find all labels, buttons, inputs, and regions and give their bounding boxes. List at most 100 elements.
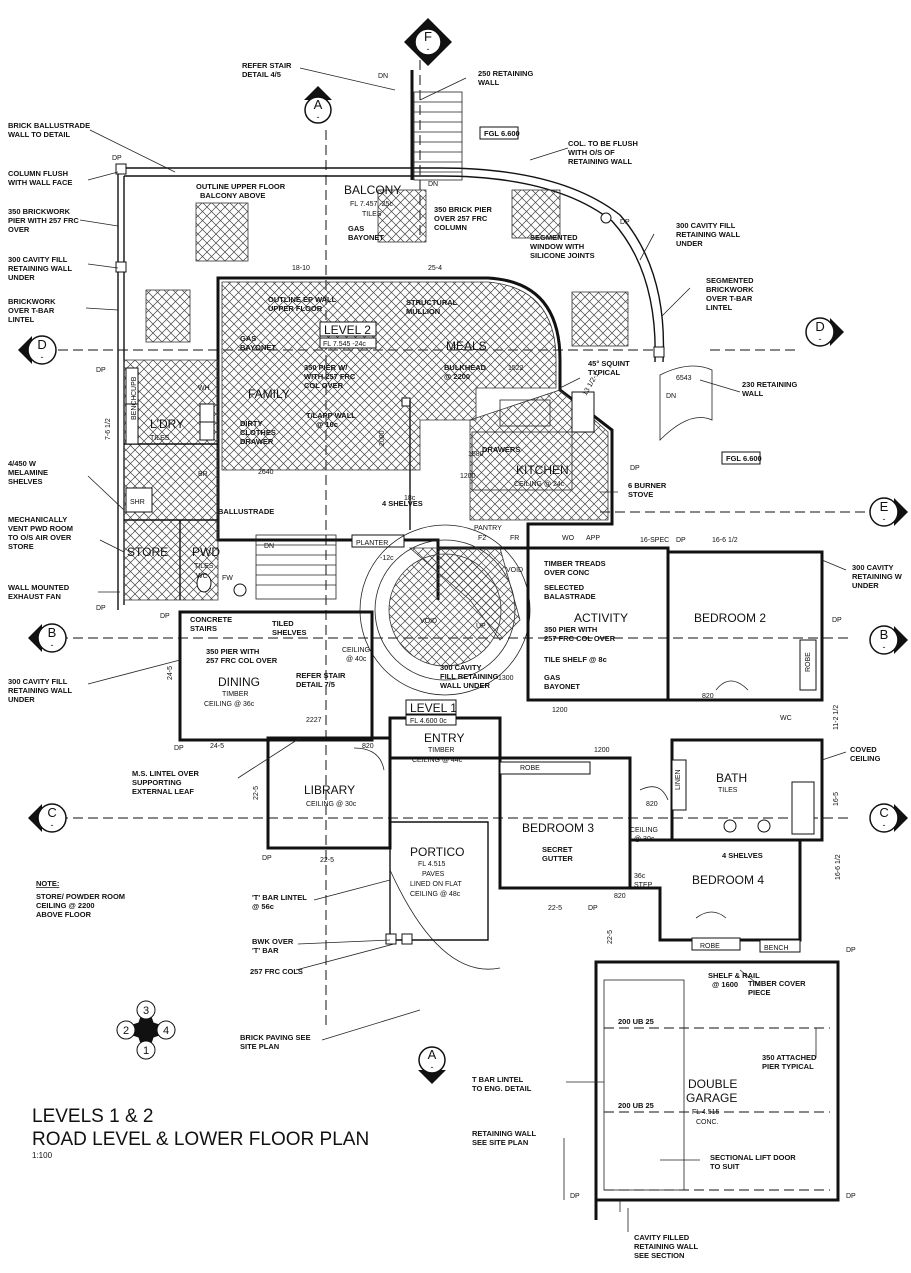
door-label: 820 <box>362 743 374 750</box>
level1-box <box>405 699 457 715</box>
room-bedroom4: BEDROOM 4 <box>692 873 764 887</box>
dn-label: DN <box>264 543 274 550</box>
level-1-zone <box>178 546 840 1220</box>
dim-text: 22-5 <box>320 857 334 864</box>
note: 4/450 W <box>8 459 37 468</box>
robe <box>799 639 817 691</box>
bench-label: BENCH <box>764 945 789 952</box>
note: PIER TYPICAL <box>762 1062 814 1071</box>
section-e-sub: - <box>883 514 886 524</box>
portico-ceiling: CEILING @ 48c <box>410 891 461 898</box>
dp-label: DP <box>262 855 272 862</box>
drawing-scale: 1:100 <box>32 1151 53 1160</box>
note: SHELVES <box>272 628 306 637</box>
north-stair-treads <box>414 101 462 173</box>
note: BAYONET <box>240 343 276 352</box>
robe <box>499 761 591 775</box>
column <box>385 933 397 945</box>
balcony-ballustrade-inner <box>124 175 656 363</box>
section-marker-e: E - <box>869 497 908 527</box>
room-dining: DINING <box>218 675 260 689</box>
robe-label: ROBE <box>805 652 812 672</box>
note: CLOTHES <box>240 428 276 437</box>
level2-fl-box <box>319 337 377 349</box>
room-garage-2: GARAGE <box>686 1091 737 1105</box>
cupb-label: CUPB <box>131 376 138 396</box>
section-c-label: C <box>47 805 56 820</box>
portico-fl: FL 4.515 <box>418 861 445 868</box>
note: OVER T-BAR <box>706 294 753 303</box>
note: 230 RETAINING <box>742 380 797 389</box>
note: TYPICAL <box>588 368 621 377</box>
level-2-zone <box>123 276 614 601</box>
note: WITH 257 FRC <box>304 372 356 381</box>
dp-label: DP <box>96 367 106 374</box>
kitchen-bench <box>499 399 551 427</box>
note: 300 CAVITY FILL <box>676 221 736 230</box>
compass-4: 4 <box>163 1025 169 1037</box>
note: RETAINING WALL <box>472 1129 536 1138</box>
room-level2: LEVEL 2 <box>324 323 371 337</box>
portico-finish: PAVES <box>422 871 445 878</box>
room-store: STORE <box>127 545 168 559</box>
linen <box>671 759 687 811</box>
note: 45° SQUINT <box>588 359 630 368</box>
section-marker-d-left: D - <box>18 335 57 365</box>
section-d2-label: D <box>815 319 824 334</box>
section-a2-label: A <box>428 1047 437 1062</box>
dp-label: DP <box>832 617 842 624</box>
bath-tub <box>791 781 815 835</box>
note: SEGMENTED <box>706 276 754 285</box>
note: SECTIONAL LIFT DOOR <box>710 1153 796 1162</box>
note: TO SUIT <box>710 1162 740 1171</box>
robe <box>691 937 741 951</box>
section-f-label: F <box>424 29 432 44</box>
drawing-title-line-2: ROAD LEVEL & LOWER FLOOR PLAN <box>32 1129 370 1150</box>
note: BALCONY ABOVE <box>200 191 265 200</box>
note: CAVITY FILLED <box>634 1233 690 1242</box>
drawing-title-line-1: LEVELS 1 & 2 <box>32 1106 154 1127</box>
note: CEILING <box>630 827 658 834</box>
balcony-zone <box>115 70 713 610</box>
note: BRICK PAVING SEE <box>240 1033 311 1042</box>
room-ldry: L'DRY <box>150 417 184 431</box>
section-b-label: B <box>48 625 57 640</box>
note: WITH WALL FACE <box>8 178 72 187</box>
note: UNDER <box>8 273 35 282</box>
kitchen-island <box>471 431 573 491</box>
note: 350 PIER WITH <box>544 625 597 634</box>
column <box>115 261 127 273</box>
note: CEILING @ 2200 <box>36 901 95 910</box>
note: BALASTRADE <box>544 592 596 601</box>
room-meals: MEALS <box>446 339 487 353</box>
room-labels: BALCONY FL 7.457 -25c TILES LEVEL 2 FL 7… <box>127 183 766 1126</box>
dim-text: 2227 <box>306 717 322 724</box>
note: DETAIL 4/5 <box>242 70 281 79</box>
door-swing <box>695 911 727 919</box>
dim-text: 7-6 1/2 <box>105 418 112 440</box>
note: ABOVE FLOOR <box>36 910 92 919</box>
door-swing <box>715 680 749 691</box>
basin <box>723 819 737 833</box>
garage-finish: CONC. <box>696 1119 719 1126</box>
note: GAS <box>240 334 256 343</box>
annotations: REFER STAIR DETAIL 4/5 250 RETAINING WAL… <box>8 61 903 1260</box>
wh-label: WH <box>198 385 210 392</box>
note: REFER STAIR <box>242 61 292 70</box>
note: TIMBER COVER <box>748 979 806 988</box>
dim-text: 6543 <box>676 375 692 382</box>
note: OUTLINE UPPER FLOOR <box>196 182 286 191</box>
dim-text: 2640 <box>258 469 274 476</box>
shower <box>125 487 153 513</box>
note: T/LAPP WALL <box>306 411 356 420</box>
note: EXTERNAL LEAF <box>132 787 194 796</box>
note: SUPPORTING <box>132 778 182 787</box>
bedroom4-outline <box>628 838 802 942</box>
door-label: 820 <box>614 893 626 900</box>
dim-text: 22-5 <box>548 905 562 912</box>
balcony-floor: FL 7.457 -25c <box>350 201 393 208</box>
dp-label: DP <box>846 1193 856 1200</box>
note: UPPER FLOOR <box>268 304 323 313</box>
void-hatch <box>408 547 521 641</box>
section-marker-d-right: D - <box>805 317 844 347</box>
